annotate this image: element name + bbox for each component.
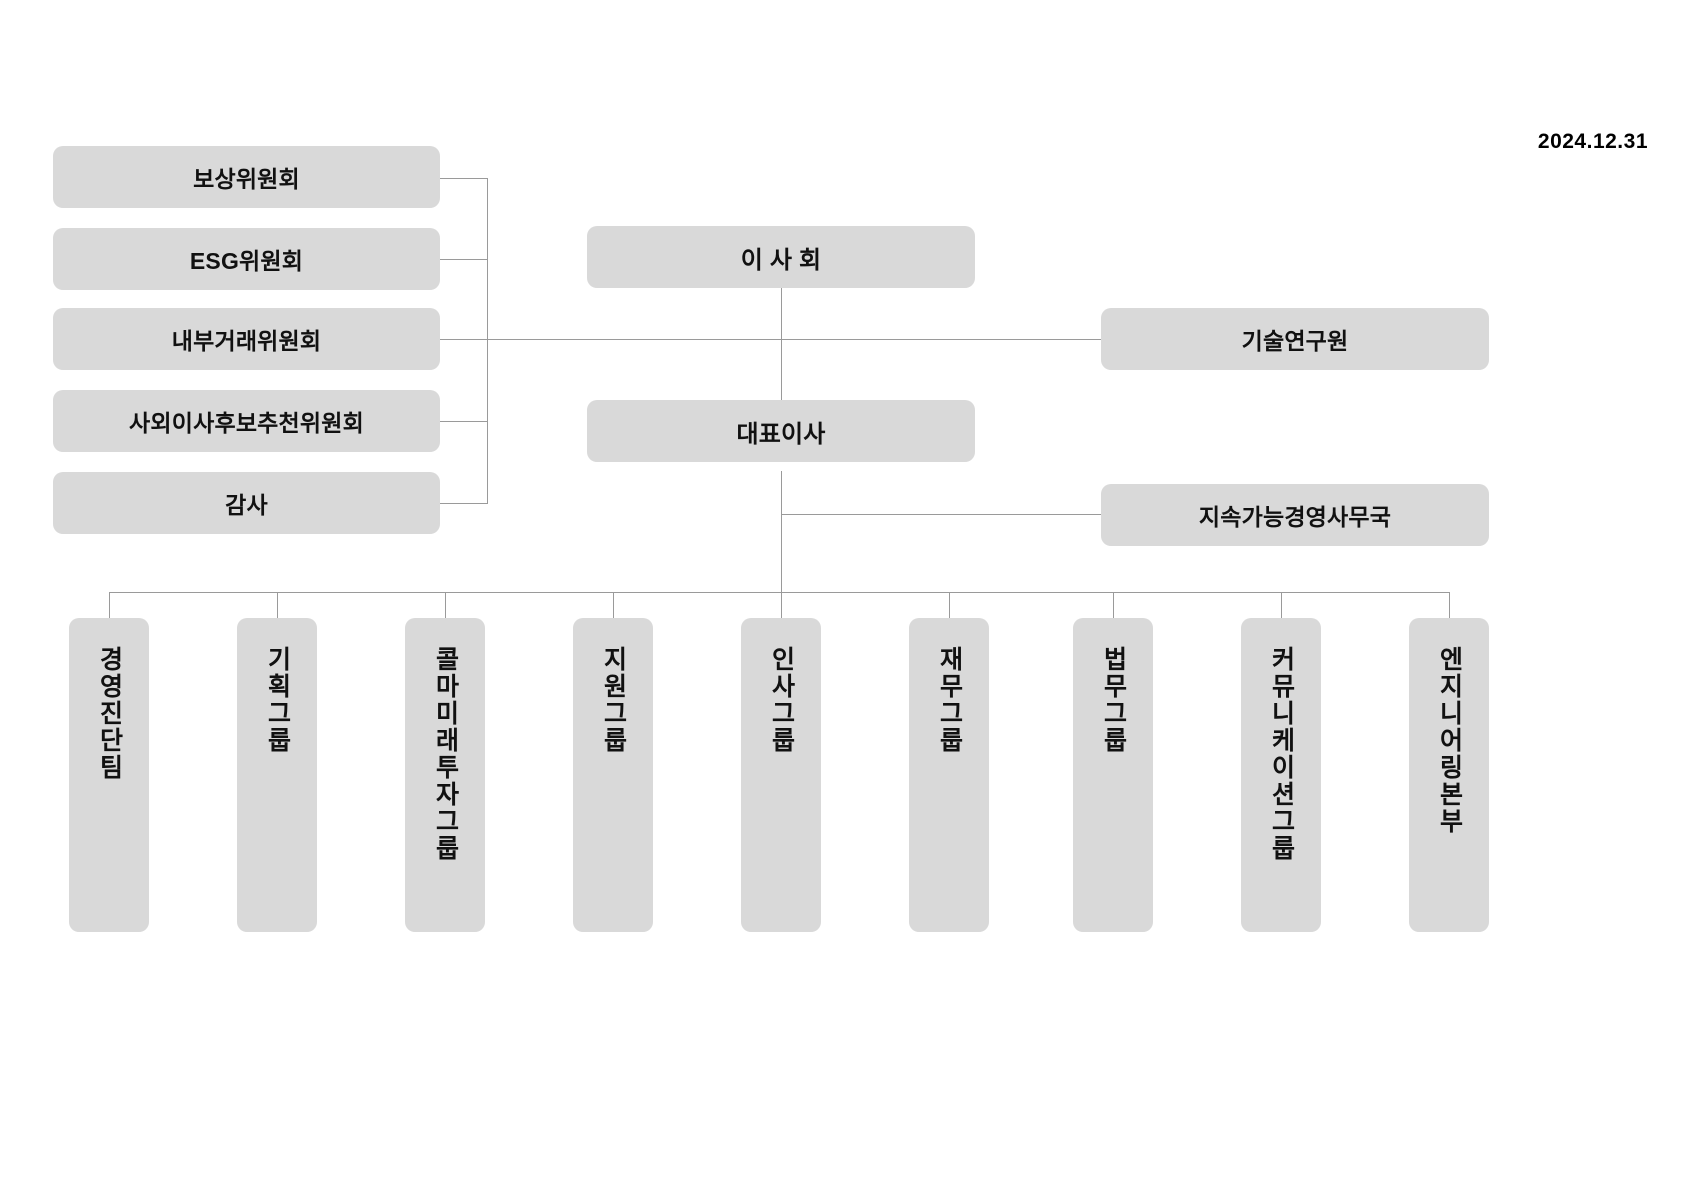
node-label: 대표이사 bbox=[736, 420, 826, 448]
department-drop-9 bbox=[1449, 592, 1450, 620]
node-communication-group[interactable]: 커뮤니케이션그룹 bbox=[1241, 618, 1321, 932]
node-label: 인사그룹 bbox=[767, 646, 796, 754]
node-outside-director-nomination-committee[interactable]: 사외이사후보추천위원회 bbox=[53, 390, 440, 452]
node-legal-group[interactable]: 법무그룹 bbox=[1073, 618, 1153, 932]
node-label: ESG위원회 bbox=[189, 248, 304, 274]
node-finance-group[interactable]: 재무그룹 bbox=[909, 618, 989, 932]
node-kolmar-future-investment-group[interactable]: 콜마미래투자그룹 bbox=[405, 618, 485, 932]
node-label: 엔지니어링본부 bbox=[1435, 646, 1464, 835]
node-compensation-committee[interactable]: 보상위원회 bbox=[53, 146, 440, 208]
node-hr-group[interactable]: 인사그룹 bbox=[741, 618, 821, 932]
node-label: 재무그룹 bbox=[935, 646, 964, 754]
node-technology-research-institute[interactable]: 기술연구원 bbox=[1101, 308, 1489, 370]
committee-stub-5 bbox=[440, 503, 488, 504]
department-drop-5 bbox=[781, 592, 782, 620]
committee-bus-line bbox=[487, 178, 488, 503]
node-label: 커뮤니케이션그룹 bbox=[1267, 646, 1296, 862]
node-support-group[interactable]: 지원그룹 bbox=[573, 618, 653, 932]
node-management-diagnosis-team[interactable]: 경영진단팀 bbox=[69, 618, 149, 932]
node-board-of-directors[interactable]: 이 사 회 bbox=[587, 226, 975, 288]
node-label: 사외이사후보추천위원회 bbox=[129, 410, 364, 436]
node-ceo[interactable]: 대표이사 bbox=[587, 400, 975, 462]
board-horizontal-line bbox=[487, 339, 1101, 340]
node-sustainability-office[interactable]: 지속가능경영사무국 bbox=[1101, 484, 1489, 546]
ceo-to-departments-line bbox=[781, 471, 782, 621]
department-drop-1 bbox=[109, 592, 110, 620]
department-drop-2 bbox=[277, 592, 278, 620]
node-label: 이 사 회 bbox=[740, 246, 822, 274]
node-label: 기술연구원 bbox=[1241, 328, 1349, 354]
sustainability-link-line bbox=[781, 514, 1101, 515]
node-esg-committee[interactable]: ESG위원회 bbox=[53, 228, 440, 290]
node-label: 내부거래위원회 bbox=[171, 328, 322, 354]
node-label: 보상위원회 bbox=[193, 166, 300, 192]
node-label: 기획그룹 bbox=[263, 646, 292, 754]
node-label: 지원그룹 bbox=[599, 646, 628, 754]
committee-stub-1 bbox=[440, 178, 488, 179]
node-label: 콜마미래투자그룹 bbox=[431, 646, 460, 862]
date-stamp: 2024.12.31 bbox=[1537, 130, 1648, 153]
department-drop-3 bbox=[445, 592, 446, 620]
node-audit[interactable]: 감사 bbox=[53, 472, 440, 534]
node-planning-group[interactable]: 기획그룹 bbox=[237, 618, 317, 932]
department-drop-8 bbox=[1281, 592, 1282, 620]
department-drop-6 bbox=[949, 592, 950, 620]
node-label: 지속가능경영사무국 bbox=[1198, 504, 1392, 530]
node-label: 감사 bbox=[225, 492, 268, 518]
committee-stub-3 bbox=[440, 339, 488, 340]
department-bus-line bbox=[109, 592, 1449, 593]
department-drop-7 bbox=[1113, 592, 1114, 620]
committee-stub-2 bbox=[440, 259, 488, 260]
node-label: 경영진단팀 bbox=[95, 646, 124, 781]
node-label: 법무그룹 bbox=[1099, 646, 1128, 754]
node-engineering-division[interactable]: 엔지니어링본부 bbox=[1409, 618, 1489, 932]
node-internal-transaction-committee[interactable]: 내부거래위원회 bbox=[53, 308, 440, 370]
committee-stub-4 bbox=[440, 421, 488, 422]
department-drop-4 bbox=[613, 592, 614, 620]
board-to-ceo-line bbox=[781, 287, 782, 409]
